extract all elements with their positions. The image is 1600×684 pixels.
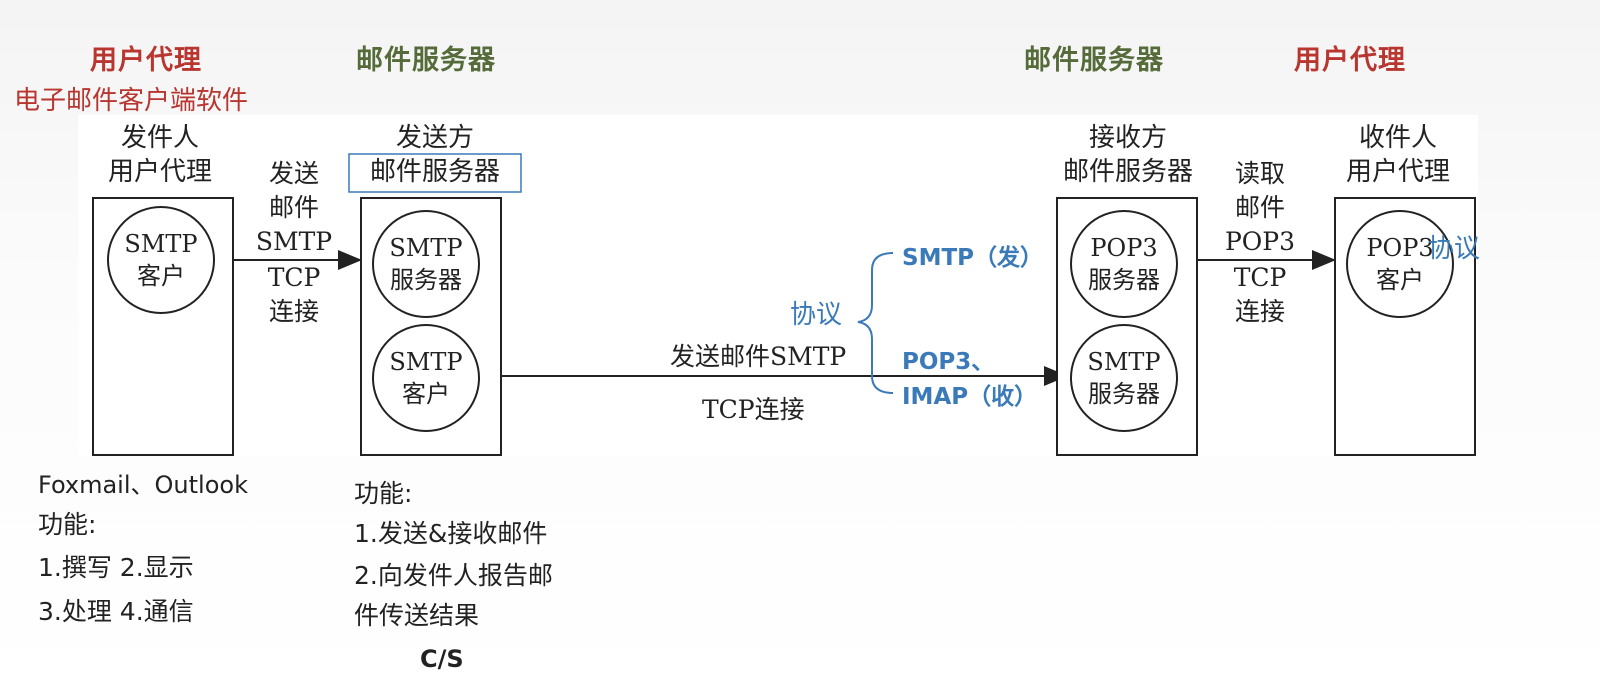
imap-label: IMAP（收） xyxy=(902,384,1038,410)
pop3-server-circle: POP3 服务器 xyxy=(1070,210,1178,318)
header-ua-left: 用户代理 xyxy=(90,45,202,76)
sender-ms-caption: 发送方 邮件服务器 xyxy=(369,123,500,187)
header-ua-right: 用户代理 xyxy=(1294,45,1406,76)
receiver-ua-caption: 收件人 用户代理 xyxy=(1345,123,1450,187)
func-left-2: 3.处理 4.通信 xyxy=(38,597,194,626)
sender-ua-caption: 发件人 用户代理 xyxy=(107,123,212,187)
smtp-server-circle-2: SMTP 服务器 xyxy=(1070,324,1178,432)
func-title-left: 功能: xyxy=(38,510,97,539)
mid-link-top-label: 发送邮件SMTP xyxy=(670,342,847,371)
header-ms-left: 邮件服务器 xyxy=(356,45,496,76)
pop3-label: POP3、 xyxy=(902,349,995,375)
smtp-client-circle-2: SMTP 客户 xyxy=(372,324,480,432)
header-ms-right: 邮件服务器 xyxy=(1024,45,1164,76)
cs-label: C/S xyxy=(420,645,464,673)
protocol-brace xyxy=(857,252,894,394)
mid-link-bottom-label: TCP连接 xyxy=(702,395,805,424)
protocol-right-label: 协议 xyxy=(1428,234,1481,264)
smtp-send-label: SMTP（发） xyxy=(902,245,1043,271)
pop3-client-circle: POP3 客户 xyxy=(1346,210,1454,318)
smtp-server-circle: SMTP 服务器 xyxy=(372,210,480,318)
func-mid-2: 2.向发件人报告邮 xyxy=(354,561,553,590)
client-software-note: Foxmail、Outlook xyxy=(38,471,248,499)
highlight-box xyxy=(348,153,522,193)
receiver-ms-caption: 接收方 邮件服务器 xyxy=(1062,123,1193,187)
link-send-label: 发送 邮件 SMTP TCP 连接 xyxy=(255,159,333,326)
func-mid-3: 件传送结果 xyxy=(354,601,480,630)
smtp-client-circle: SMTP 客户 xyxy=(107,206,215,314)
header-ua-left-sub: 电子邮件客户端软件 xyxy=(14,86,249,116)
func-title-mid: 功能: xyxy=(354,479,413,508)
diagram-panel xyxy=(78,115,1478,455)
func-mid-1: 1.发送&接收邮件 xyxy=(354,519,548,548)
link-read-label: 读取 邮件 POP3 TCP 连接 xyxy=(1224,159,1296,326)
func-left-1: 1.撰写 2.显示 xyxy=(38,553,194,582)
protocol-label: 协议 xyxy=(790,300,843,330)
